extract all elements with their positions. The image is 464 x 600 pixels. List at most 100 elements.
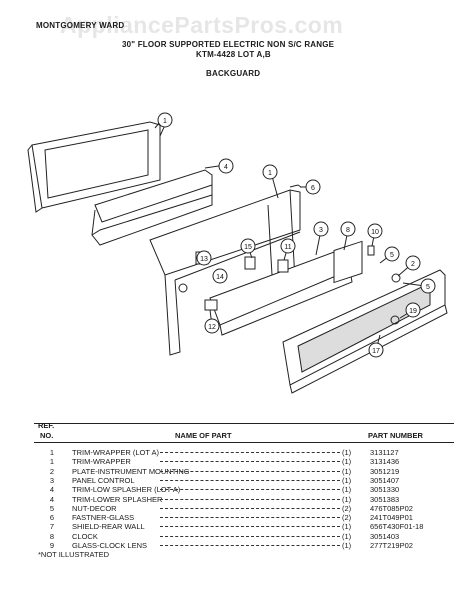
- row-ref: 4: [49, 494, 55, 504]
- row-part-name: PANEL CONTROL: [72, 475, 135, 485]
- row-part-number: 3051219: [370, 466, 400, 476]
- row-leader-dots: [160, 545, 340, 546]
- row-leader-dots: [160, 479, 340, 481]
- brand-title: MONTGOMERY WARD: [36, 21, 125, 30]
- row-part-name: CLOCK: [72, 531, 98, 541]
- callout-15: 15: [240, 238, 256, 254]
- callout-8: 8: [340, 221, 356, 237]
- row-part-number: 3051407: [370, 475, 400, 485]
- callout-1a: 1: [157, 112, 173, 128]
- callout-19: 19: [405, 302, 421, 318]
- col-no: NO.: [40, 431, 54, 440]
- svg-text:17: 17: [372, 348, 380, 355]
- callout-4: 4: [218, 158, 234, 174]
- callout-6: 6: [305, 179, 321, 195]
- svg-text:11: 11: [284, 244, 291, 251]
- callout-label: 1: [163, 118, 167, 125]
- row-part-number: 277T219P02: [370, 541, 413, 550]
- table-row: 8 CLOCK (1) 3051403: [40, 531, 460, 542]
- footnote: *NOT ILLUSTRATED: [38, 550, 109, 559]
- svg-text:15: 15: [244, 244, 252, 251]
- row-qty: (2): [342, 503, 352, 513]
- model-label: KTM-4428 LOT A,B: [196, 50, 271, 59]
- col-part-number: PART NUMBER: [368, 431, 423, 440]
- row-leader-dots: [160, 526, 340, 528]
- callout-13: 13: [196, 250, 212, 266]
- watermark: AppliancePartsPros.com: [60, 12, 344, 38]
- row-part-number: 3131436: [370, 457, 400, 467]
- row-qty: (1): [342, 531, 352, 541]
- page-title: 30" FLOOR SUPPORTED ELECTRIC NON S/C RAN…: [122, 40, 335, 49]
- col-name: NAME OF PART: [175, 431, 232, 440]
- table-header-rule: [34, 442, 454, 443]
- row-qty: (1): [342, 485, 352, 495]
- col-ref: REF.: [38, 421, 55, 430]
- svg-text:2: 2: [411, 261, 415, 268]
- row-qty: (2): [342, 513, 352, 523]
- table-top-rule: [34, 423, 454, 424]
- section-label: BACKGUARD: [206, 69, 261, 78]
- row-part-name: TRIM-LOW SPLASHER (LOT A): [72, 485, 181, 495]
- svg-text:12: 12: [208, 324, 216, 331]
- row-part-name: SHIELD-REAR WALL: [72, 522, 145, 532]
- callout-5a: 5: [384, 246, 400, 262]
- callout-11: 11: [280, 238, 296, 254]
- row-qty: (1): [342, 522, 352, 532]
- svg-text:5: 5: [426, 284, 430, 291]
- callout-3: 3: [313, 221, 329, 237]
- row-part-number: 476T085P02: [370, 503, 413, 513]
- row-ref: 6: [49, 513, 55, 523]
- row-part-name: TRIM-WRAPPER (LOT A): [72, 448, 159, 457]
- row-part-number: 241T049P01: [370, 513, 413, 523]
- row-qty: (1): [342, 541, 352, 550]
- row-ref: 4: [49, 485, 55, 495]
- svg-text:4: 4: [224, 164, 228, 171]
- callout-1b: 1: [262, 164, 278, 180]
- row-part-name: PLATE-INSTRUMENT MOUNTING: [72, 466, 190, 476]
- table-row: 2 PLATE-INSTRUMENT MOUNTING (1) 3051219: [40, 466, 460, 477]
- row-leader-dots: [160, 507, 340, 509]
- row-part-name: FASTNER-GLASS: [72, 513, 135, 523]
- table-row: 3 PANEL CONTROL (1) 3051407: [40, 475, 460, 486]
- row-part-name: TRIM-WRAPPER: [72, 457, 131, 467]
- row-ref: 3: [49, 475, 55, 485]
- row-qty: (1): [342, 448, 352, 457]
- svg-text:5: 5: [390, 252, 394, 259]
- row-leader-dots: [160, 470, 340, 472]
- row-leader-dots: [160, 461, 340, 463]
- row-ref: 5: [49, 503, 55, 513]
- row-qty: (1): [342, 475, 352, 485]
- svg-text:8: 8: [346, 227, 350, 234]
- row-ref: 9: [49, 541, 55, 550]
- table-row: 7 SHIELD-REAR WALL (1) 656T430F01-18: [40, 521, 460, 532]
- callout-10: 10: [367, 223, 383, 239]
- row-part-number: 3051403: [370, 531, 400, 541]
- svg-text:14: 14: [216, 274, 224, 281]
- row-ref: 8: [49, 531, 55, 541]
- row-ref: 7: [49, 522, 55, 532]
- row-leader-dots: [160, 489, 340, 491]
- callout-14: 14: [212, 268, 228, 284]
- svg-text:10: 10: [371, 229, 379, 236]
- svg-text:19: 19: [409, 308, 417, 315]
- table-row: 6 FASTNER-GLASS (2) 241T049P01: [40, 512, 460, 523]
- row-part-name: GLASS-CLOCK LENS: [72, 541, 148, 550]
- row-qty: (1): [342, 494, 352, 504]
- row-part-name: NUT-DECOR: [72, 503, 117, 513]
- row-qty: (1): [342, 457, 352, 467]
- row-qty: (1): [342, 466, 352, 476]
- svg-text:3: 3: [319, 227, 323, 234]
- row-part-name: TRIM-LOWER SPLASHER: [72, 494, 163, 504]
- row-part-number: 3131127: [370, 448, 399, 457]
- row-part-number: 656T430F01-18: [370, 522, 424, 532]
- row-ref: 2: [49, 466, 55, 476]
- callout-17: 17: [368, 342, 384, 358]
- row-leader-dots: [160, 535, 340, 537]
- svg-text:13: 13: [200, 256, 208, 263]
- table-row: 9 GLASS-CLOCK LENS (1) 277T219P02: [40, 540, 460, 551]
- exploded-parts-diagram: 1 4 6 1 3 8 10 15 11 13 14 12 2 5 5 19 1…: [27, 112, 448, 394]
